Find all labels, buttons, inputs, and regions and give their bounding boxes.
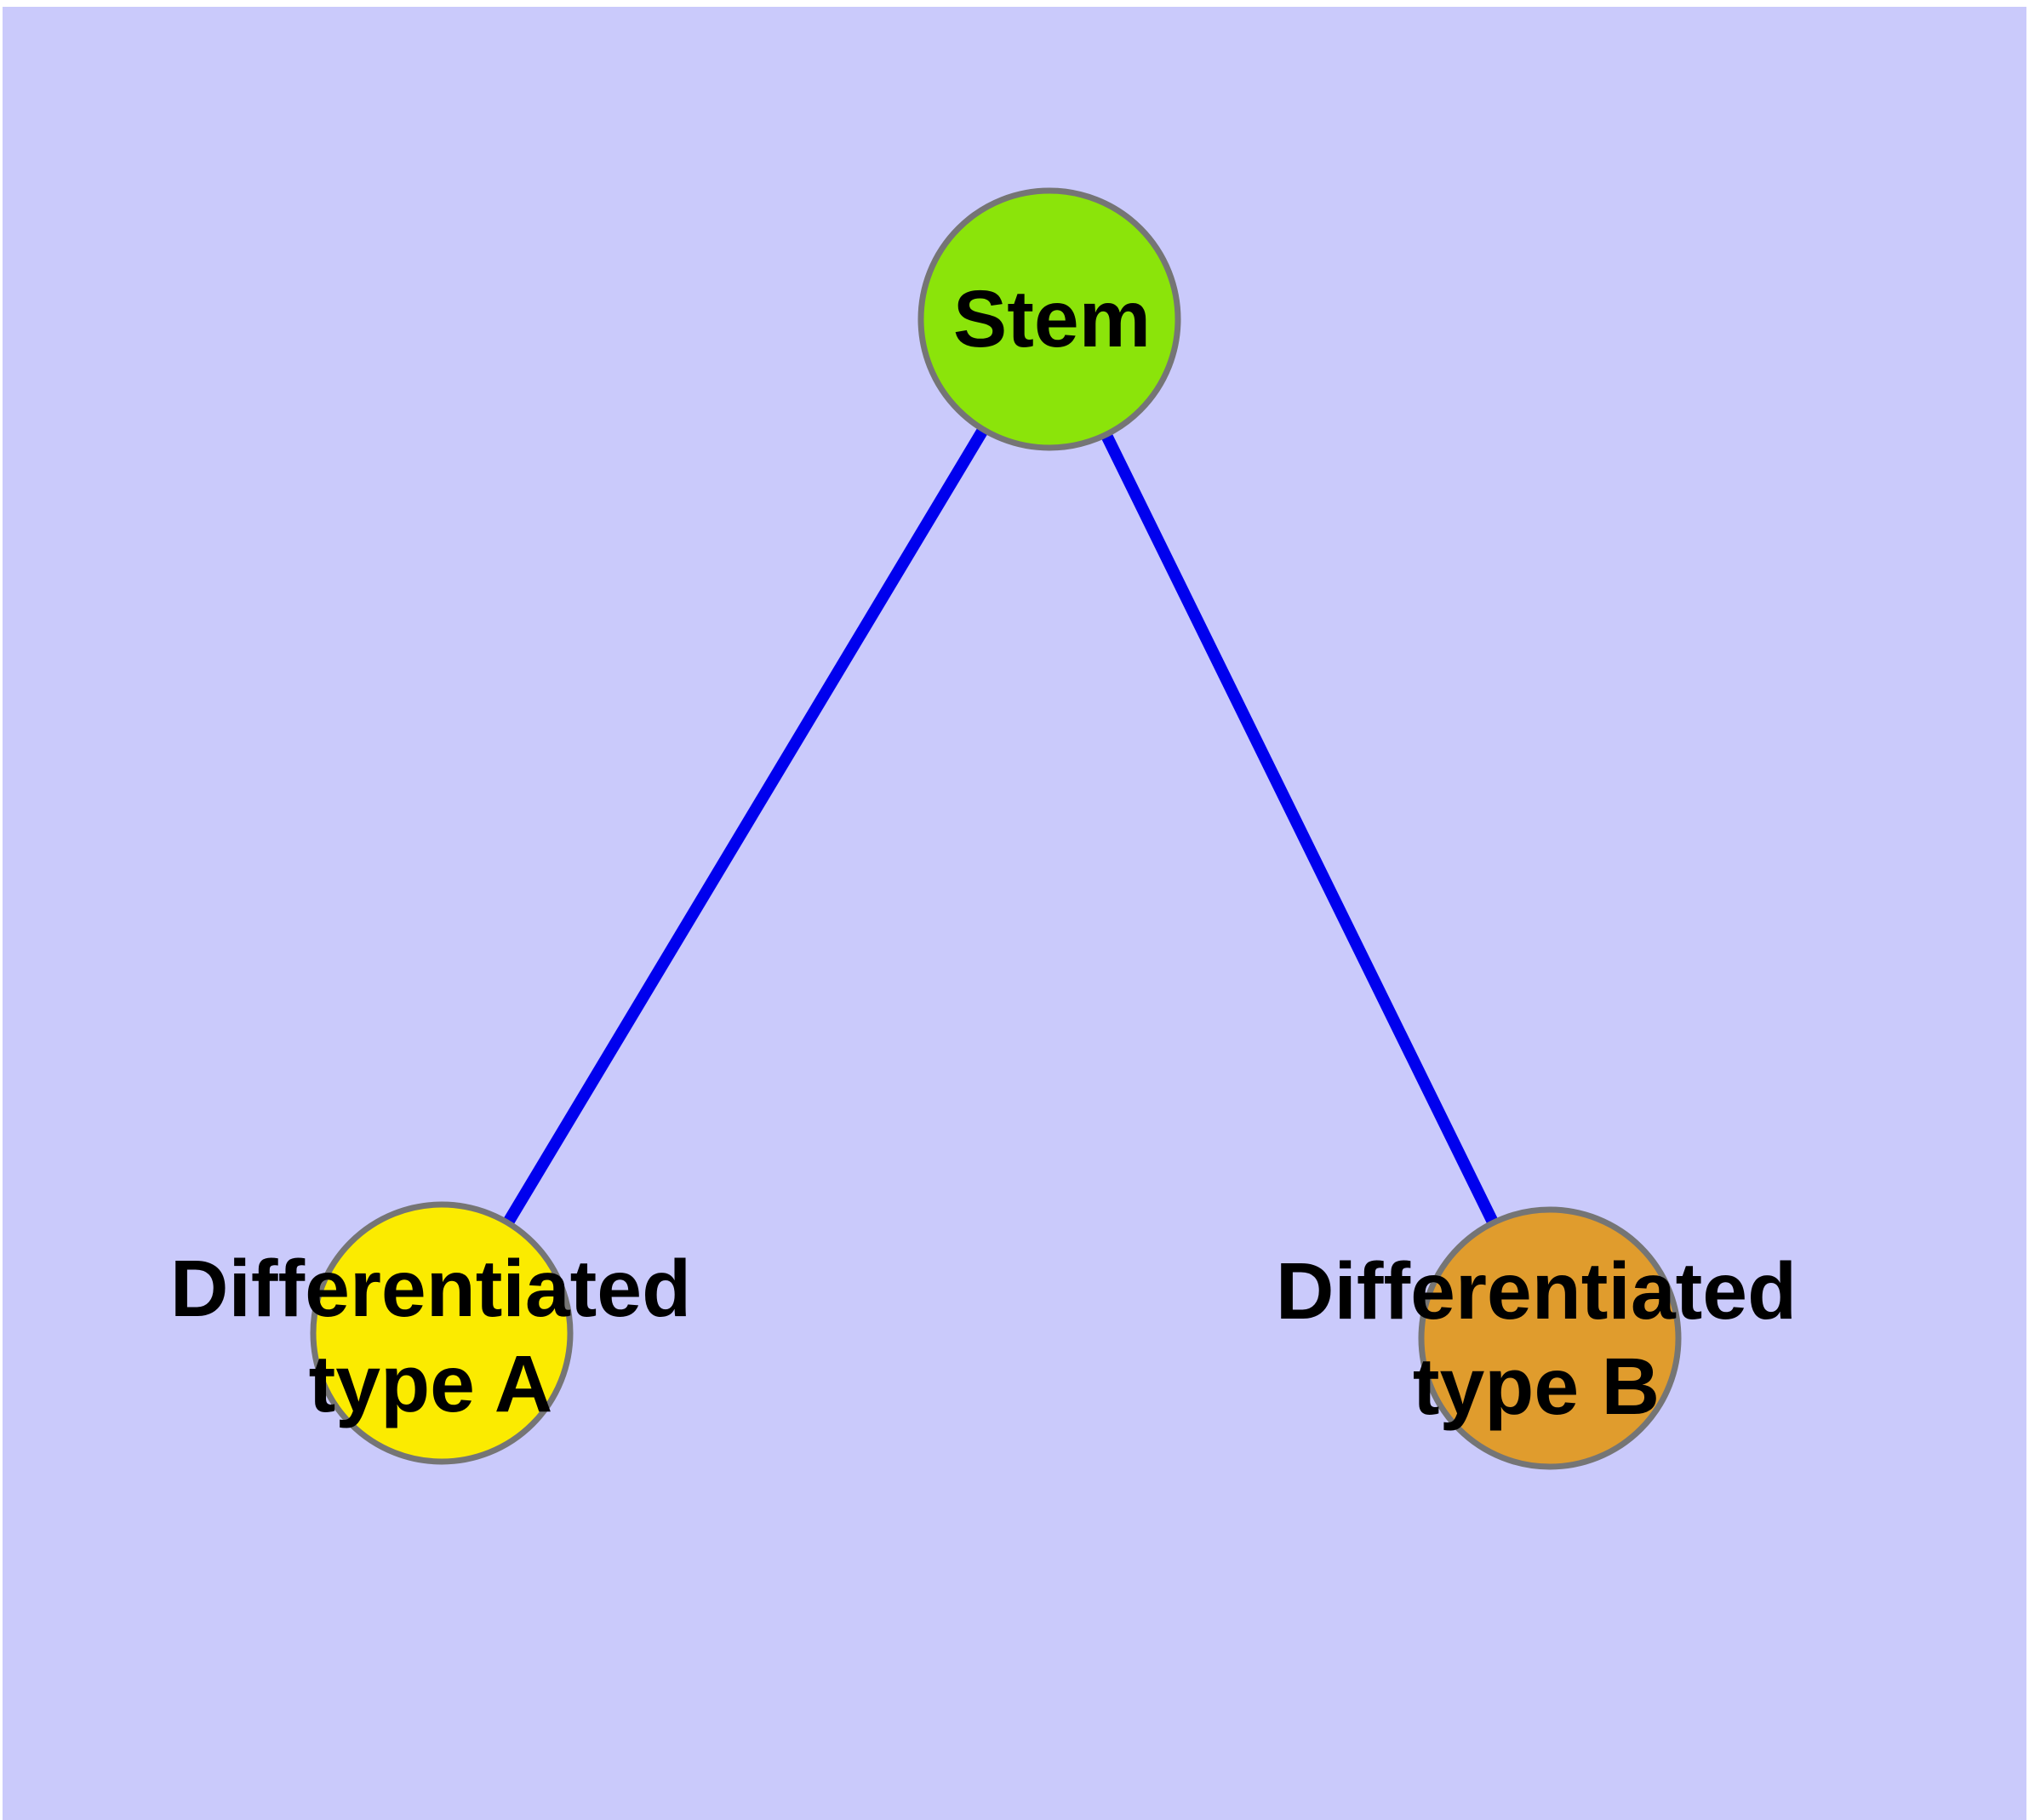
node-label-differentiated-type-a: Differentiated type A — [169, 1244, 692, 1429]
node-differentiated-type-a — [310, 1201, 574, 1465]
node-label-stem: Stem — [952, 274, 1152, 364]
node-differentiated-type-b — [1418, 1206, 1682, 1470]
node-stem — [917, 187, 1181, 451]
edge-stem-to-type-b — [1043, 316, 1556, 1342]
edge-stem-to-type-a — [436, 316, 1055, 1336]
node-label-differentiated-type-b: Differentiated type B — [1275, 1246, 1798, 1432]
